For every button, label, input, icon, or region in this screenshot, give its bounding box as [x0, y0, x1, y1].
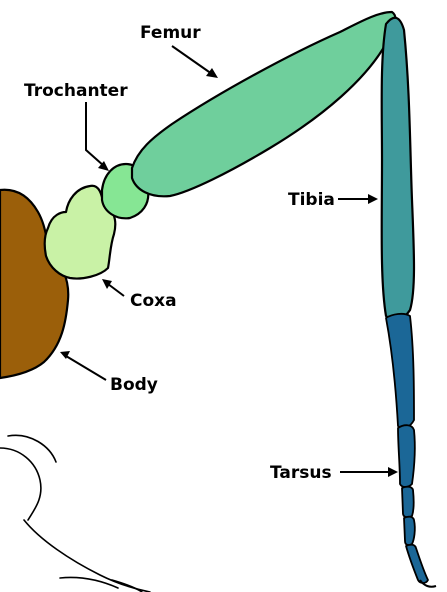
label-tibia: Tibia	[288, 190, 335, 210]
insect-body-sketch	[0, 435, 150, 592]
tarsus-arrow	[340, 467, 398, 477]
label-coxa: Coxa	[130, 291, 177, 311]
label-trochanter: Trochanter	[24, 81, 128, 101]
tarsus-segment-2	[398, 425, 415, 487]
label-tarsus: Tarsus	[270, 463, 332, 483]
coxa-arrow	[102, 279, 124, 296]
trochanter-arrow	[86, 102, 109, 171]
tarsus-segment-1	[386, 314, 414, 428]
label-femur: Femur	[140, 23, 201, 43]
tarsus-shape	[386, 314, 436, 587]
tibia-arrow	[338, 194, 378, 204]
tibia-shape	[382, 18, 414, 320]
tarsus-segment-4	[404, 517, 415, 545]
body-arrow	[60, 351, 106, 380]
tarsus-segment-5	[406, 545, 428, 583]
label-body: Body	[110, 375, 158, 395]
femur-arrow	[172, 46, 218, 78]
tarsus-segment-3	[402, 487, 414, 518]
